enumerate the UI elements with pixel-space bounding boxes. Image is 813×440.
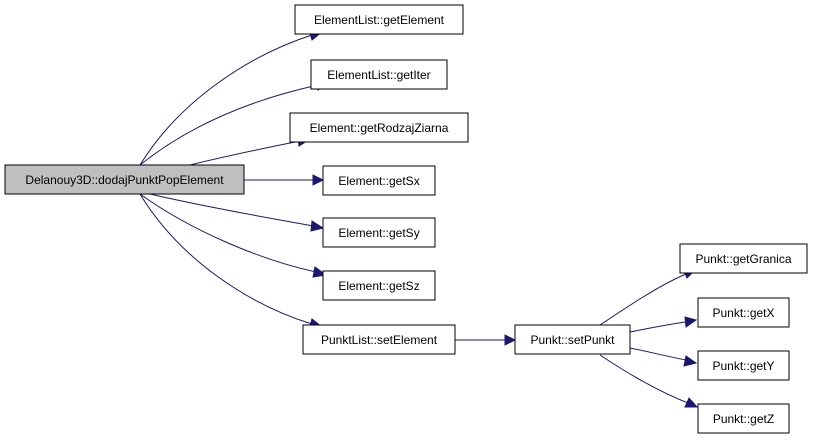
- edge-setPunkt-to-getZ: [599, 354, 689, 404]
- node-label: ElementList::getElement: [314, 13, 445, 27]
- node-box: [322, 217, 436, 248]
- node-box: [294, 4, 464, 35]
- node-label: Punkt::getGranica: [695, 252, 791, 266]
- node-getZ[interactable]: Punkt::getZ: [697, 403, 790, 434]
- edge-root-to-getElement: [139, 34, 313, 166]
- nodes-layer: Delanouy3D::dodajPunktPopElement Element…: [4, 4, 808, 434]
- arrowhead: [684, 316, 698, 328]
- edge-root-to-getRodzajZiarna: [189, 140, 301, 166]
- node-setPunkt[interactable]: Punkt::setPunkt: [514, 324, 631, 355]
- edge-root-to-getIter: [139, 84, 319, 166]
- node-getSx[interactable]: Element::getSx: [322, 165, 436, 196]
- node-getSz[interactable]: Element::getSz: [322, 270, 436, 301]
- node-label: Punkt::getX: [712, 306, 774, 320]
- node-label: Element::getSx: [338, 174, 419, 188]
- edge-setPunkt-to-getX: [629, 321, 687, 333]
- node-box: [697, 403, 790, 434]
- node-box: [289, 112, 469, 143]
- node-box: [679, 243, 808, 274]
- edge-root-to-setElement: [139, 193, 313, 325]
- node-box: [322, 270, 436, 301]
- edge-root-to-getSz: [139, 193, 317, 273]
- node-getSy[interactable]: Element::getSy: [322, 217, 436, 248]
- node-box: [697, 350, 790, 381]
- node-label: PunktList::setElement: [321, 333, 438, 347]
- arrowhead: [684, 397, 699, 408]
- node-getY[interactable]: Punkt::getY: [697, 350, 790, 381]
- node-box: [514, 324, 631, 355]
- node-label: Delanouy3D::dodajPunktPopElement: [25, 173, 224, 187]
- node-label: ElementList::getIter: [327, 68, 430, 82]
- node-getRodzajZiarna[interactable]: Element::getRodzajZiarna: [289, 112, 469, 143]
- node-box: [302, 324, 456, 355]
- node-box: [322, 165, 436, 196]
- edge-setPunkt-to-getY: [629, 347, 687, 361]
- arrowhead: [310, 220, 325, 232]
- arrowhead: [312, 174, 325, 186]
- node-box: [310, 59, 448, 90]
- node-getX[interactable]: Punkt::getX: [697, 297, 790, 328]
- node-getGranica[interactable]: Punkt::getGranica: [679, 243, 808, 274]
- node-label: Element::getSy: [338, 226, 419, 240]
- node-label: Element::getRodzajZiarna: [310, 121, 449, 135]
- edge-root-to-getSy: [149, 193, 314, 227]
- node-box: [4, 164, 245, 195]
- node-box: [697, 297, 790, 328]
- node-label: Punkt::getY: [712, 359, 774, 373]
- node-label: Element::getSz: [338, 279, 419, 293]
- node-root[interactable]: Delanouy3D::dodajPunktPopElement: [4, 164, 245, 195]
- node-getElement[interactable]: ElementList::getElement: [294, 4, 464, 35]
- node-label: Punkt::getZ: [713, 412, 774, 426]
- arrowhead: [504, 334, 517, 346]
- arrowhead: [683, 355, 698, 367]
- edge-setPunkt-to-getGranica: [599, 273, 687, 326]
- node-setElement[interactable]: PunktList::setElement: [302, 324, 456, 355]
- node-label: Punkt::setPunkt: [530, 333, 615, 347]
- node-getIter[interactable]: ElementList::getIter: [310, 59, 448, 90]
